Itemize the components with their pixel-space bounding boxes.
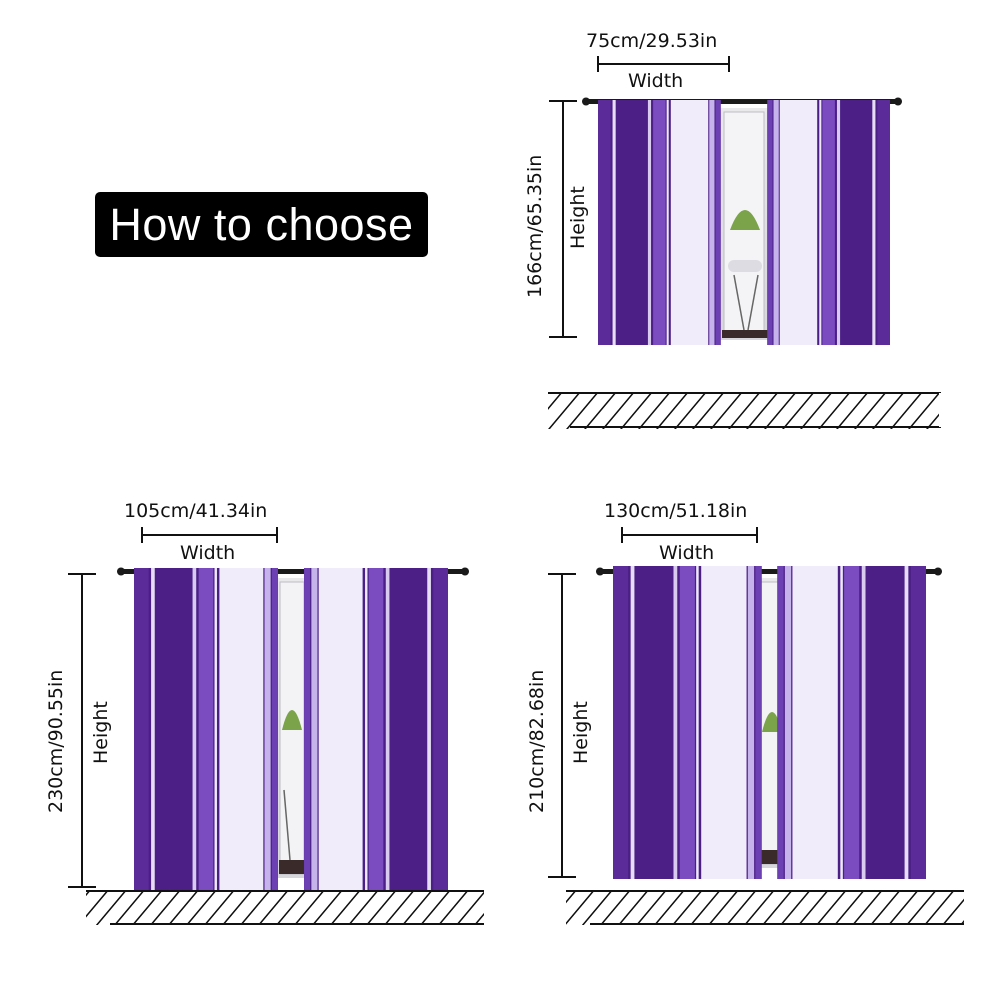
height-value-medium: 210cm/82.68in [526,669,548,813]
height-value-small: 166cm/65.35in [524,154,546,298]
width-bracket-medium [621,527,758,543]
width-value-large: 105cm/41.34in [124,500,268,522]
height-value-large: 230cm/90.55in [45,669,67,813]
curtain-small [582,97,902,345]
title-banner: How to choose [95,192,428,257]
width-bracket-large [141,527,278,543]
width-bracket-small [597,56,730,72]
width-word-small: Width [628,70,684,92]
page-title: How to choose [109,198,414,250]
width-word-large: Width [180,542,236,564]
height-bracket-medium [548,573,576,878]
floor-small [548,392,1000,432]
height-word-small: Height [567,186,589,249]
floor-medium [566,889,1000,929]
height-bracket-small [549,100,577,338]
height-bracket-large [68,573,96,888]
width-value-medium: 130cm/51.18in [604,500,748,522]
curtain-medium [596,566,942,879]
height-word-large: Height [90,701,112,764]
curtain-large [117,567,469,890]
floor-large [86,889,514,929]
width-value-small: 75cm/29.53in [586,30,718,52]
height-word-medium: Height [570,701,592,764]
width-word-medium: Width [659,542,715,564]
